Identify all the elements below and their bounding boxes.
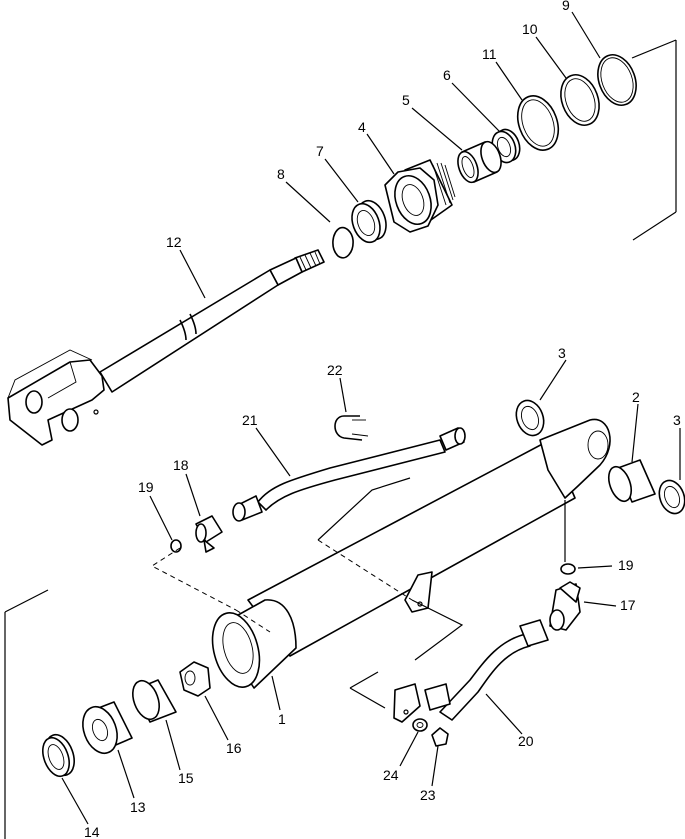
callout-6: 6 <box>443 67 451 83</box>
part-6-seal <box>491 128 521 164</box>
part-16-nut <box>179 661 211 697</box>
part-13-piston <box>82 701 133 755</box>
part-18-fitting <box>195 515 223 553</box>
callout-7: 7 <box>316 143 324 159</box>
part-7-seal <box>351 199 387 244</box>
callout-17: 17 <box>620 597 636 613</box>
part-3-bushing-top <box>515 399 545 437</box>
part-1-cylinder-tube <box>211 418 611 689</box>
callout-13: 13 <box>130 799 146 815</box>
callout-4: 4 <box>358 119 366 135</box>
assembly-bracket-top-right <box>631 39 677 241</box>
part-2-bushing <box>607 459 656 503</box>
part-21-hose-tube <box>232 427 466 522</box>
part-22-u-bolt <box>334 415 369 441</box>
part-8-snap-ring <box>332 226 354 259</box>
callout-19-left: 19 <box>138 479 154 495</box>
callout-19-right: 19 <box>618 557 634 573</box>
callout-1: 1 <box>278 711 286 727</box>
part-9-o-ring <box>597 54 637 106</box>
callout-9: 9 <box>562 0 570 13</box>
part-19-o-ring-right <box>560 563 576 575</box>
callout-labels: 9 10 11 6 5 4 7 8 12 22 3 2 3 21 18 19 1… <box>84 0 681 839</box>
callout-11: 11 <box>482 46 497 62</box>
callout-23: 23 <box>420 787 436 803</box>
callout-21: 21 <box>242 412 258 428</box>
part-24-washer <box>412 718 428 732</box>
callout-8: 8 <box>277 166 285 182</box>
callout-14: 14 <box>84 824 100 839</box>
callout-3-top: 3 <box>558 345 566 361</box>
part-23-nut <box>431 727 449 747</box>
callout-12: 12 <box>166 234 182 250</box>
callout-15: 15 <box>178 770 194 786</box>
assembly-bracket-bottom-left <box>4 589 49 839</box>
callout-22: 22 <box>327 362 343 378</box>
routing-lines <box>151 477 566 709</box>
part-10-backup-ring <box>560 74 600 126</box>
callout-3-right: 3 <box>673 412 681 428</box>
callout-10: 10 <box>522 21 538 37</box>
callout-16: 16 <box>226 740 242 756</box>
callout-24: 24 <box>383 767 399 783</box>
part-20-tube <box>393 619 549 723</box>
part-4-cylinder-head <box>384 159 456 233</box>
callout-20: 20 <box>518 733 534 749</box>
part-15-wear-ring <box>132 679 177 723</box>
part-12-piston-rod <box>7 249 325 446</box>
callout-18: 18 <box>173 457 189 473</box>
part-14-seal <box>42 733 75 778</box>
part-5-bushing <box>457 140 502 184</box>
callout-2: 2 <box>632 389 640 405</box>
part-3-bushing-right <box>658 479 685 515</box>
part-17-elbow-fitting <box>549 581 581 631</box>
leader-lines <box>61 11 681 825</box>
part-11-ring <box>516 95 560 151</box>
callout-5: 5 <box>402 92 410 108</box>
